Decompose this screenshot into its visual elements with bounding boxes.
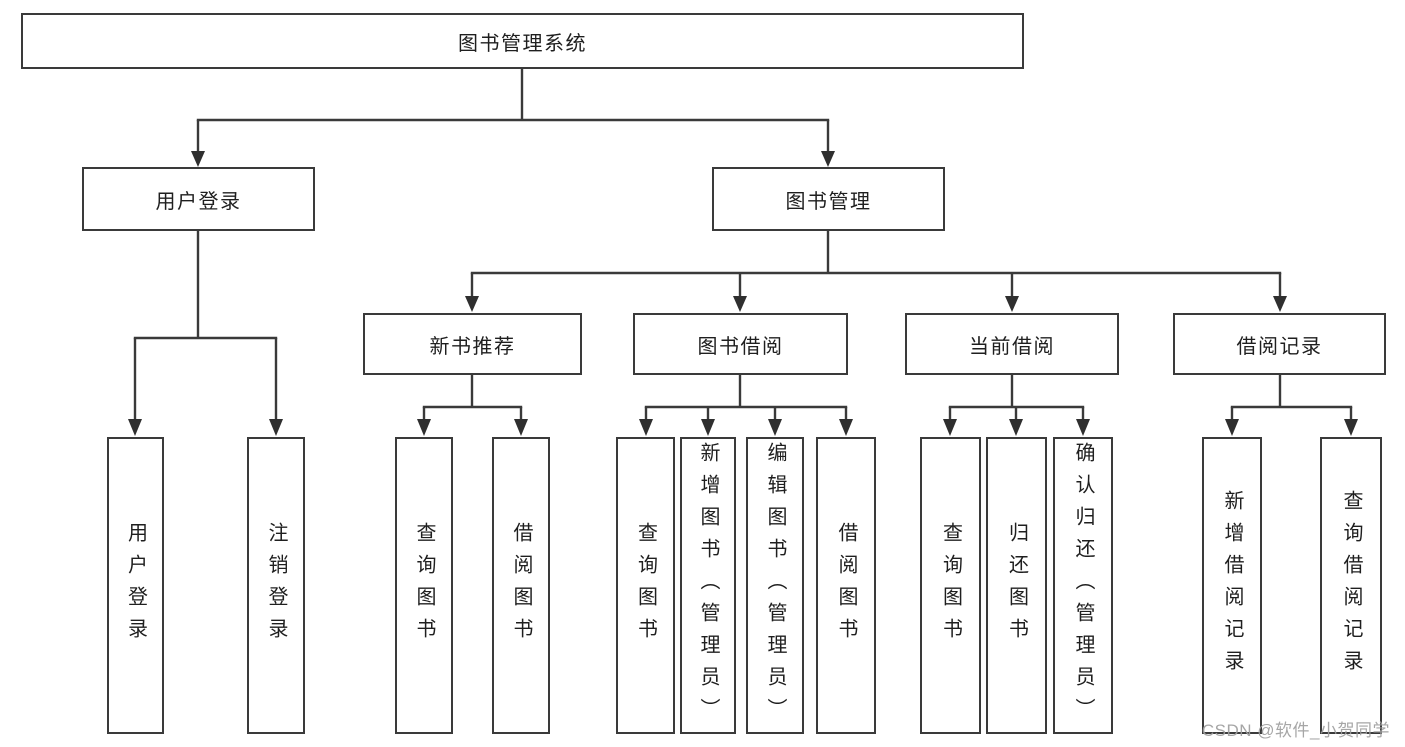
- leaf-return-books: 归还图书: [986, 437, 1047, 734]
- node-label: 查询借阅记录: [1340, 489, 1362, 682]
- node-label: 图书管理系统: [458, 32, 587, 55]
- node-label: 查询图书: [413, 521, 435, 650]
- node-label: 用户登录: [124, 521, 147, 650]
- leaf-edit-books-admin: 编辑图书（管理员）: [746, 437, 804, 734]
- node-label: 借阅记录: [1236, 335, 1323, 358]
- leaf-query-books-current: 查询图书: [920, 437, 981, 734]
- node-label: 编辑图书（管理员）: [764, 441, 786, 730]
- leaf-query-borrow-record: 查询借阅记录: [1320, 437, 1382, 734]
- node-current-borrowing: 当前借阅: [905, 313, 1119, 375]
- leaf-add-books-admin: 新增图书（管理员）: [680, 437, 736, 734]
- leaf-query-books-borrowing: 查询图书: [616, 437, 675, 734]
- node-label: 查询图书: [939, 521, 962, 650]
- leaf-query-books-recommend: 查询图书: [395, 437, 453, 734]
- csdn-watermark: CSDN @软件_小贺同学: [1201, 721, 1390, 740]
- node-label: 新增借阅记录: [1221, 489, 1243, 682]
- node-root-library-system: 图书管理系统: [21, 13, 1024, 69]
- node-label: 确认归还（管理员）: [1072, 441, 1094, 730]
- node-label: 借阅图书: [835, 521, 857, 650]
- node-user-login-branch: 用户登录: [82, 167, 315, 231]
- leaf-user-login: 用户登录: [107, 437, 164, 734]
- leaf-logout: 注销登录: [247, 437, 305, 734]
- node-label: 新增图书（管理员）: [697, 441, 719, 730]
- leaf-confirm-return-admin: 确认归还（管理员）: [1053, 437, 1113, 734]
- leaf-borrow-books-recommend: 借阅图书: [492, 437, 550, 734]
- node-label: 图书借阅: [697, 335, 784, 358]
- node-label: 借阅图书: [510, 521, 532, 650]
- node-label: 当前借阅: [969, 335, 1055, 358]
- leaf-borrow-books: 借阅图书: [816, 437, 876, 734]
- node-borrowing-records: 借阅记录: [1173, 313, 1386, 375]
- node-label: 用户登录: [155, 190, 242, 213]
- node-book-borrowing: 图书借阅: [633, 313, 848, 375]
- node-book-management-branch: 图书管理: [712, 167, 945, 231]
- node-label: 注销登录: [265, 521, 287, 650]
- node-label: 归还图书: [1005, 521, 1028, 650]
- leaf-add-borrow-record: 新增借阅记录: [1202, 437, 1262, 734]
- node-label: 图书管理: [785, 190, 872, 213]
- node-label: 查询图书: [634, 521, 657, 650]
- node-label: 新书推荐: [429, 335, 516, 358]
- node-new-book-recommendation: 新书推荐: [363, 313, 582, 375]
